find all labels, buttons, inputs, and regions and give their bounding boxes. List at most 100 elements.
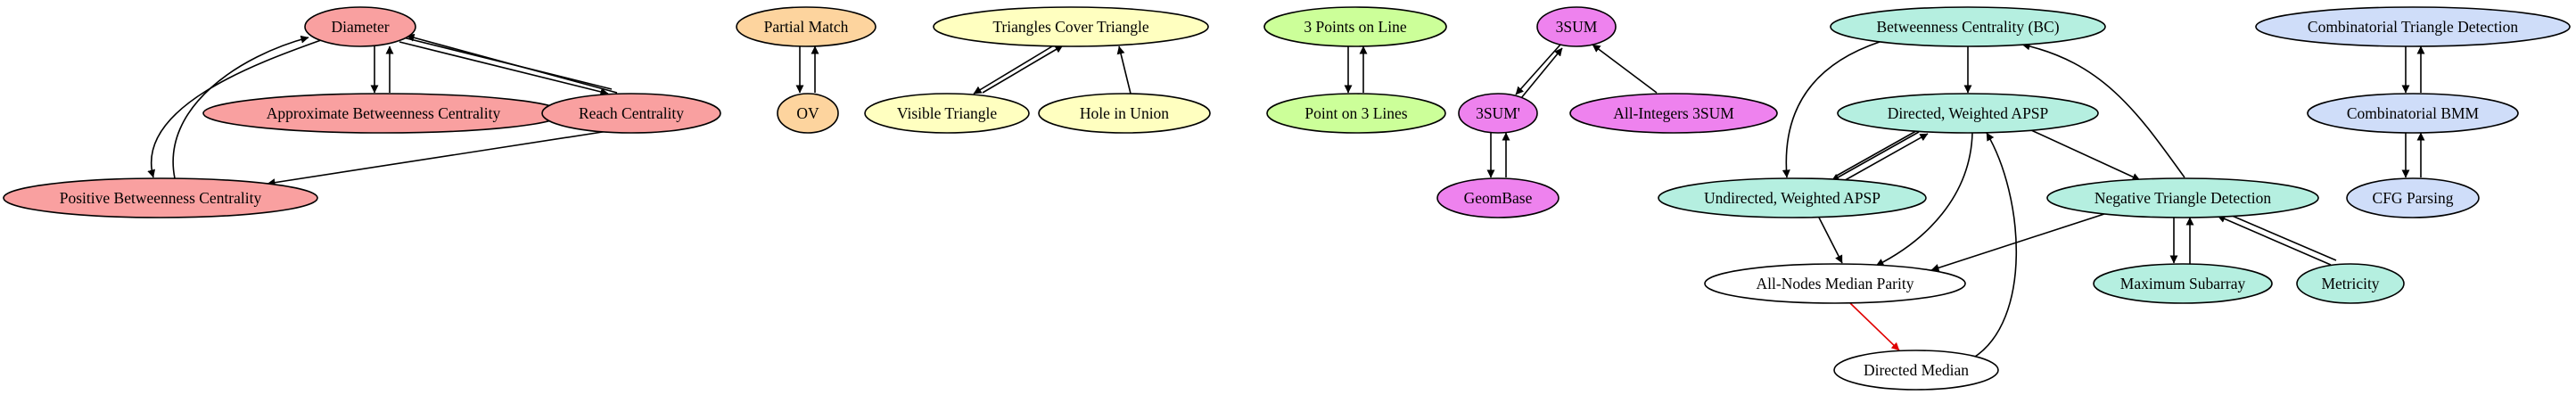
node-ellipse [1830, 6, 2106, 47]
edge-bc-to-undir_apsp [1782, 41, 1881, 178]
node-approx-bc[interactable]: Approximate Betweenness Centrality [202, 93, 564, 134]
node-ellipse [1658, 177, 1927, 218]
edge-line [1515, 44, 1561, 95]
node-comb-tri[interactable]: Combinatorial Triangle Detection [2255, 6, 2571, 47]
edges-layer [147, 33, 2425, 359]
node-bc[interactable]: Betweenness Centrality (BC) [1830, 6, 2106, 47]
edge-line [982, 45, 1064, 94]
edge-line [2217, 215, 2332, 266]
edge-line [2021, 42, 2185, 178]
node-allint3sum[interactable]: All-Integers 3SUM [1569, 93, 1778, 134]
node-label: Maximum Subarray [2120, 275, 2246, 292]
edge-dir_apsp-to-median_parity [1875, 132, 1973, 267]
node-label: Triangles Cover Triangle [992, 18, 1149, 36]
node-geombase[interactable]: GeomBase [1436, 177, 1560, 218]
edge-metricity-to-neg_tri [2217, 211, 2337, 266]
node-label: Point on 3 Lines [1304, 104, 1407, 122]
node-hole-union[interactable]: Hole in Union [1038, 93, 1211, 134]
node-neg-tri[interactable]: Negative Triangle Detection [2046, 177, 2319, 218]
node-cfg[interactable]: CFG Parsing [2346, 177, 2480, 218]
node-label: Hole in Union [1080, 104, 1169, 122]
node-reach[interactable]: Reach Centrality [541, 93, 721, 134]
edge-sum3-to-sum3p [1515, 44, 1561, 95]
node-label: All-Nodes Median Parity [1757, 275, 1914, 292]
node-label: 3 Points on Line [1304, 18, 1406, 36]
node-ellipse [777, 93, 839, 134]
node-ellipse [2346, 177, 2480, 218]
node-median-parity[interactable]: All-Nodes Median Parity [1704, 263, 1966, 304]
node-dir-apsp[interactable]: Directed, Weighted APSP [1837, 93, 2099, 134]
node-label: GeomBase [1464, 189, 1533, 207]
node-comb-bmm[interactable]: Combinatorial BMM [2307, 93, 2519, 134]
node-label: 3SUM [1556, 18, 1598, 36]
edge-line [1831, 131, 1920, 182]
edge-line [1839, 133, 1929, 184]
edge-undir_apsp-to-dir_apsp [1839, 133, 1929, 184]
node-undir-apsp[interactable]: Undirected, Weighted APSP [1658, 177, 1927, 218]
node-ellipse [933, 6, 1209, 47]
edge-line [1116, 45, 1132, 95]
node-label: Negative Triangle Detection [2095, 189, 2272, 207]
node-ellipse [2093, 263, 2273, 304]
edge-reach-to-diameter [406, 33, 618, 94]
edge-line-parallel [1834, 127, 1923, 177]
node-label: Approximate Betweenness Centrality [267, 104, 501, 122]
node-partial-match[interactable]: Partial Match [736, 6, 876, 47]
node-label: 3SUM' [1476, 104, 1520, 122]
node-ellipse [1837, 93, 2099, 134]
node-ellipse [1704, 263, 1966, 304]
edge-sum3p-to-sum3 [1520, 47, 1563, 99]
edge-line [1520, 47, 1563, 99]
node-ellipse [2307, 93, 2519, 134]
node-ellipse [864, 93, 1030, 134]
edge-dir_median-to-dir_apsp [1971, 132, 2018, 359]
node-label: All-Integers 3SUM [1613, 104, 1734, 122]
node-label: Directed Median [1864, 361, 1969, 379]
edge-line [973, 45, 1053, 95]
node-ellipse [304, 6, 416, 47]
node-label: Diameter [331, 18, 389, 36]
node-pos-bc[interactable]: Positive Betweenness Centrality [3, 177, 318, 218]
edge-diameter-to-pos_bc [147, 39, 322, 178]
node-ellipse [541, 93, 721, 134]
node-ellipse [3, 177, 318, 218]
node-sum3p[interactable]: 3SUM' [1458, 93, 1538, 134]
node-sum3[interactable]: 3SUM [1536, 6, 1617, 47]
node-ov[interactable]: OV [777, 93, 839, 134]
edge-line [267, 130, 609, 187]
edge-dir_apsp-to-undir_apsp [1831, 127, 1923, 182]
node-label: Directed, Weighted APSP [1888, 104, 2049, 122]
edge-line [1930, 213, 2105, 272]
edge-line [147, 39, 322, 178]
edge-dir_apsp-to-neg_tri [2030, 129, 2141, 181]
edge-median_parity-to-dir_median [1849, 302, 1900, 351]
node-pts3-line[interactable]: 3 Points on Line [1263, 6, 1447, 47]
node-label: Combinatorial BMM [2347, 104, 2480, 122]
node-label: Metricity [2321, 275, 2379, 292]
node-label: Reach Centrality [579, 104, 684, 122]
node-dir-median[interactable]: Directed Median [1833, 350, 1999, 391]
edge-visible_tri-to-tri_cover [982, 45, 1064, 94]
node-ellipse [1263, 6, 1447, 47]
edge-line [1818, 217, 1843, 264]
edge-line [1592, 44, 1658, 94]
edge-diameter-to-reach [399, 37, 613, 96]
node-label: Partial Match [764, 18, 849, 36]
edge-pos_bc-to-diameter [172, 35, 309, 179]
node-metricity[interactable]: Metricity [2296, 263, 2405, 304]
node-max-subarray[interactable]: Maximum Subarray [2093, 263, 2273, 304]
edge-line-parallel [2223, 211, 2337, 261]
node-visible-tri[interactable]: Visible Triangle [864, 93, 1030, 134]
node-diameter[interactable]: Diameter [304, 6, 416, 47]
node-tri-cover[interactable]: Triangles Cover Triangle [933, 6, 1209, 47]
edge-line [2030, 129, 2141, 181]
node-ellipse [1833, 350, 1999, 391]
node-label: Undirected, Weighted APSP [1704, 189, 1881, 207]
edge-hole_union-to-tri_cover [1116, 45, 1132, 95]
node-ellipse [2255, 6, 2571, 47]
node-pt-3lines[interactable]: Point on 3 Lines [1266, 93, 1446, 134]
node-label: Betweenness Centrality (BC) [1876, 18, 2059, 36]
node-ellipse [736, 6, 876, 47]
edge-line [172, 35, 309, 179]
